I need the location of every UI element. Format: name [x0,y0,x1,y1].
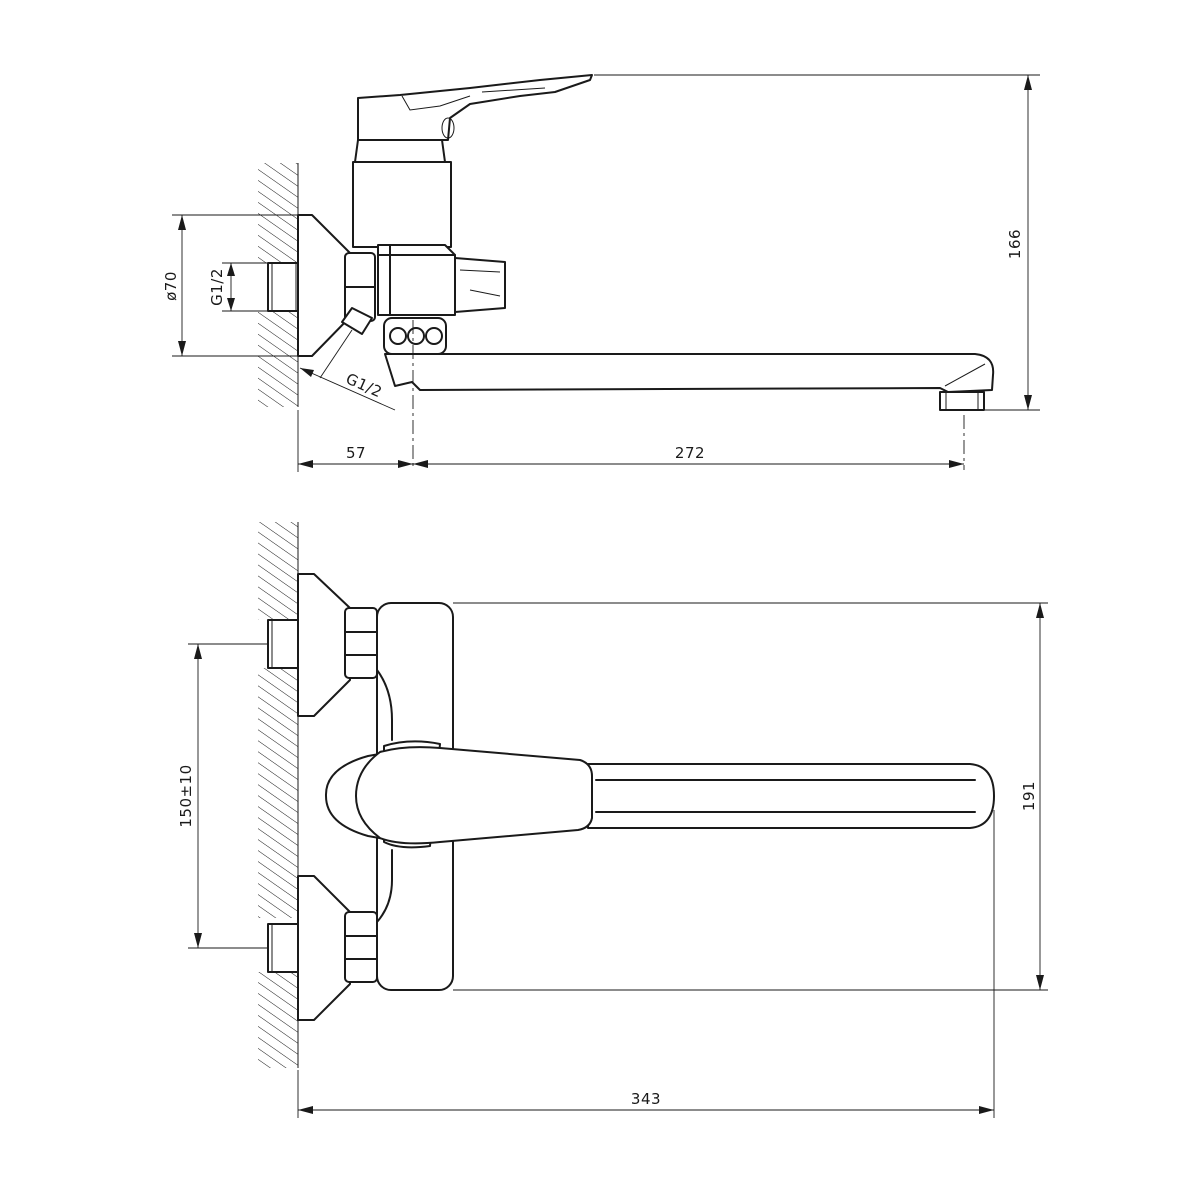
lever-handle-top [324,740,593,849]
lever-handle-side [354,74,593,163]
dim-center-distance: 150±10 [177,643,268,949]
dim-thread-angled: G1/2 [299,329,396,411]
dim-height-label: 166 [1006,229,1024,259]
spout-side [384,353,995,411]
dim-spout-reach-label: 272 [675,444,705,462]
flanges-top [297,573,351,1021]
dim-flange-label: ø70 [162,271,180,301]
wall-top [258,522,299,1068]
dim-height-166: 166 [594,74,1040,411]
flange-side [297,214,353,357]
nuts-top [344,607,378,983]
spout-top [587,763,995,829]
dim-width-191: 191 [453,602,1048,991]
dim-total-length-label: 343 [631,1090,661,1108]
dim-thread-vertical: G1/2 [208,262,268,312]
dim-width-label: 191 [1020,781,1038,811]
dim-wall-offset-label: 57 [346,444,366,462]
dim-horizontal-side: 57 272 [297,410,964,472]
eccentric-nut-side [341,252,376,335]
dim-center-distance-label: 150±10 [177,764,195,827]
wall-side [258,163,299,407]
dim-total-length: 343 [297,810,995,1118]
dim-thread-label: G1/2 [208,268,226,306]
dim-flange-diameter: ø70 [162,214,298,357]
side-view: 166 57 272 ø70 G [162,74,1040,472]
top-view: 191 150±10 343 [177,522,1048,1118]
inlet-pipe-side [267,262,301,312]
mixer-body-side [352,161,506,355]
